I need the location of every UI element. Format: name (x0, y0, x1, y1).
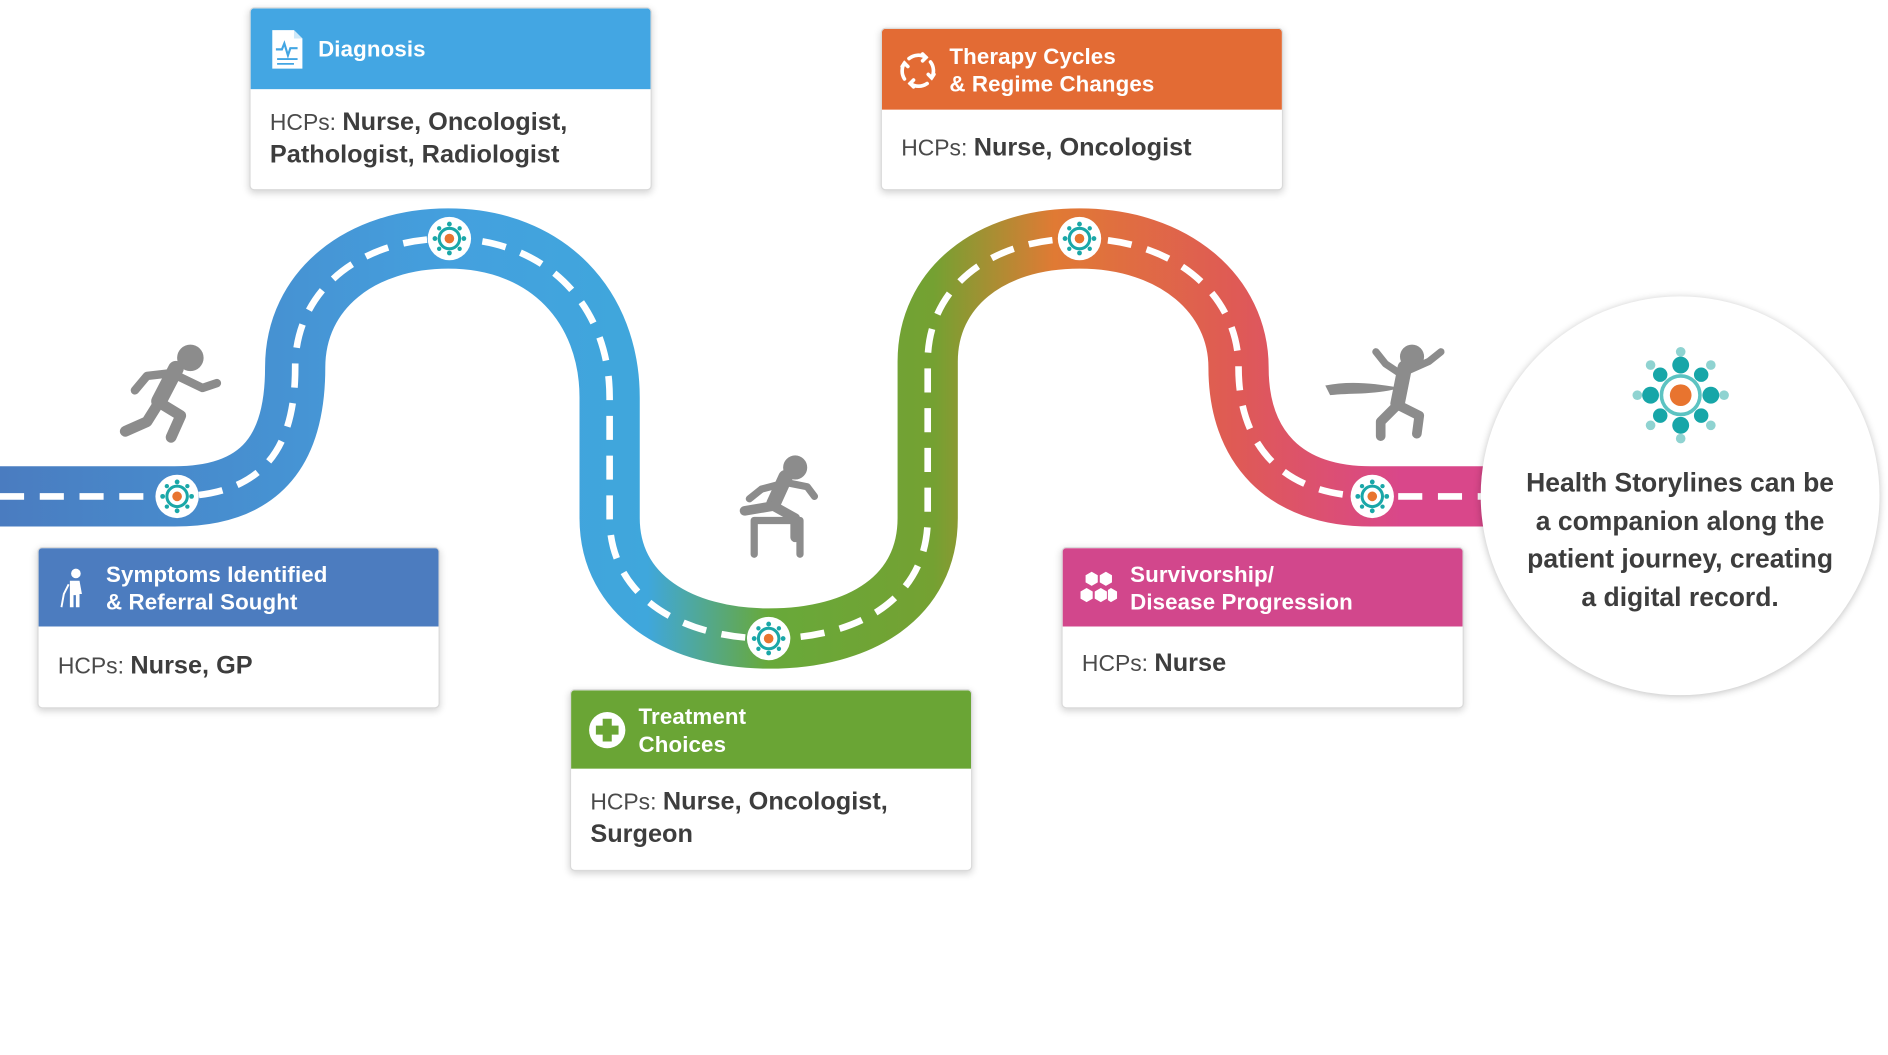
stage-title-line1: Therapy Cycles (949, 42, 1116, 69)
summary-text: Health Storylines can be a companion alo… (1526, 467, 1835, 612)
milestone-marker-icon (1350, 474, 1394, 519)
hcp-label: HCPs: (590, 790, 657, 816)
stage-card-body: HCPs: Nurse, Oncologist, Surgeon (571, 769, 971, 868)
milestone-marker-icon (1057, 216, 1102, 261)
stage-title-line2: Disease Progression (1130, 588, 1353, 614)
stage-card-header: Treatment Choices (571, 690, 972, 769)
stage-card-header: Symptoms Identified & Referral Sought (38, 548, 439, 627)
milestone-marker-icon (427, 216, 472, 261)
hcp-label: HCPs: (901, 136, 968, 162)
milestone-marker-icon (746, 616, 791, 661)
medical-cross-icon (588, 710, 627, 749)
hcp-names: Surgeon (590, 820, 693, 849)
stage-title-line1: Diagnosis (318, 36, 426, 62)
stage-card-body: HCPs: Nurse, GP (39, 626, 439, 699)
hcp-label: HCPs: (269, 110, 337, 137)
stage-card-body: HCPs: Nurse, Oncologist, Pathologist, Ra… (251, 89, 651, 188)
medical-report-icon (267, 29, 306, 69)
finish-line-person-icon (1325, 344, 1445, 441)
cycle-arrows-icon (899, 50, 938, 89)
hcp-names: Pathologist, Radiologist (269, 140, 560, 169)
hcp-names: Nurse, Oncologist, (662, 787, 888, 816)
stage-title-line1: Treatment (638, 703, 747, 729)
stage-title-line2: Choices (638, 730, 727, 757)
hexagon-cells-icon (1080, 568, 1119, 607)
hcp-label: HCPs: (57, 654, 124, 680)
health-storylines-flower-icon (1629, 345, 1730, 452)
stage-title-line2: & Referral Sought (106, 588, 298, 614)
hurdling-person-icon (739, 455, 819, 558)
hcp-names: Nurse (1154, 649, 1227, 678)
summary-circle: Health Storylines can be a companion alo… (1480, 296, 1880, 696)
hcp-label: HCPs: (1081, 651, 1149, 678)
stage-title-line1: Survivorship/ (1130, 560, 1275, 587)
hcp-names: Nurse, Oncologist, (342, 108, 568, 137)
stage-title-line1: Symptoms Identified (106, 560, 328, 587)
stage-card-therapy: Therapy Cycles & Regime Changes HCPs: Nu… (880, 27, 1284, 191)
hcp-names: Nurse, Oncologist (973, 133, 1192, 162)
stage-card-header: Survivorship/ Disease Progression (1062, 548, 1463, 627)
stage-card-diagnosis: Diagnosis HCPs: Nurse, Oncologist, Patho… (249, 7, 652, 191)
stage-title-line2: & Regime Changes (949, 70, 1155, 96)
milestone-marker-icon (155, 474, 199, 519)
stage-card-survivorship: Survivorship/ Disease Progression HCPs: … (1061, 546, 1464, 709)
stage-card-treatment: Treatment Choices HCPs: Nurse, Oncologis… (569, 689, 973, 872)
running-person-icon (119, 344, 222, 443)
journey-road (0, 208, 1494, 669)
stage-card-body: HCPs: Nurse, Oncologist (882, 110, 1282, 182)
hcp-names: Nurse, GP (130, 651, 253, 680)
stage-card-body: HCPs: Nurse (1063, 626, 1463, 697)
stage-card-symptoms: Symptoms Identified & Referral Sought HC… (37, 546, 440, 709)
patient-cane-icon (55, 568, 94, 607)
stage-card-header: Diagnosis (250, 8, 651, 90)
stage-card-header: Therapy Cycles & Regime Changes (881, 28, 1282, 110)
